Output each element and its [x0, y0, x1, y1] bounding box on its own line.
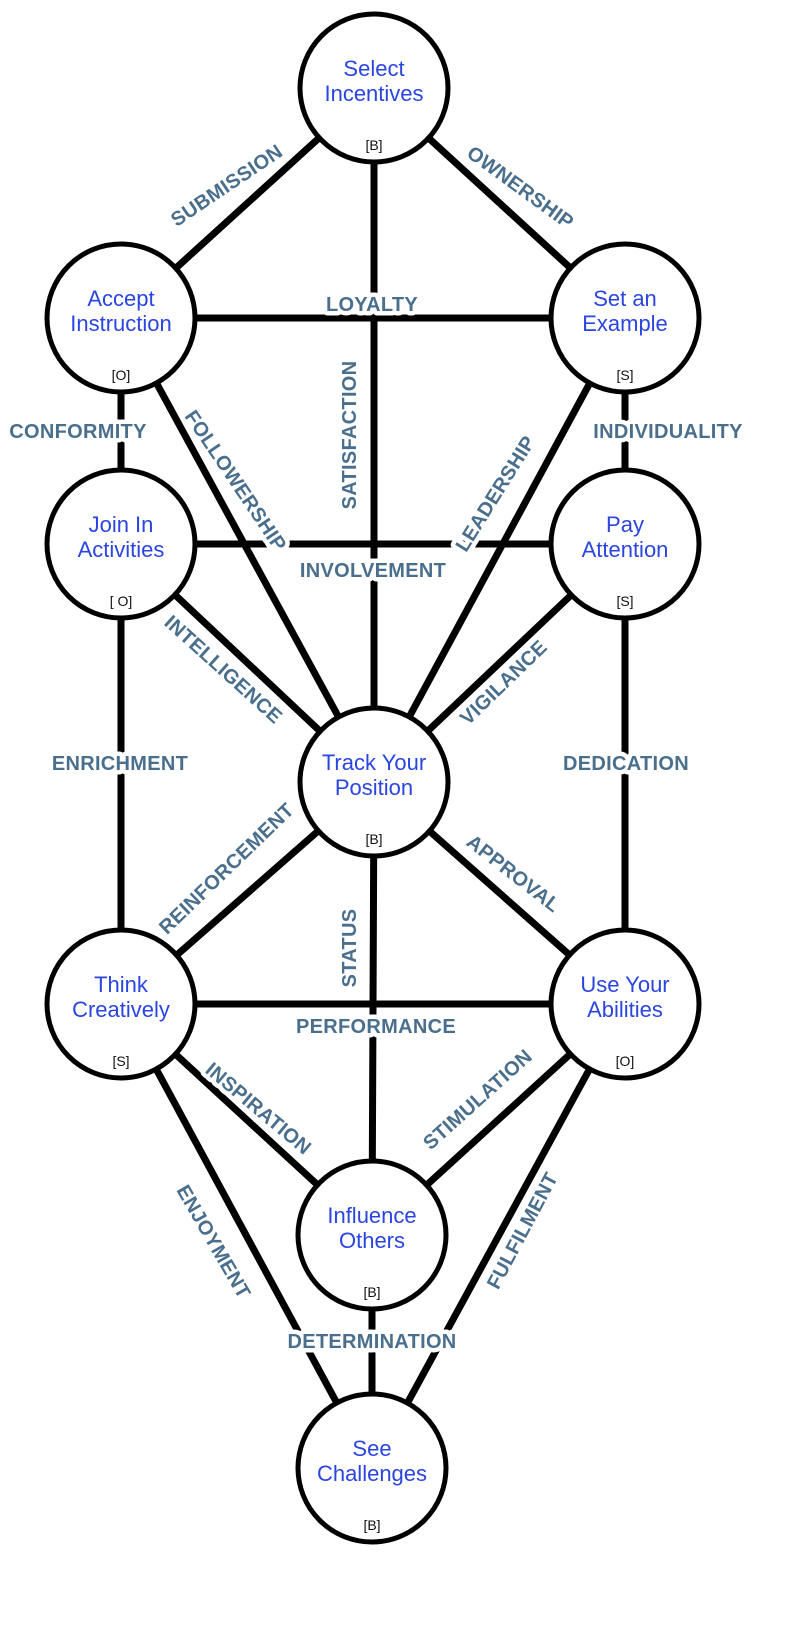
node-tag: [S] — [616, 593, 633, 609]
node-tag: [S] — [112, 1053, 129, 1069]
edge-label-text: CONFORMITY — [9, 421, 147, 443]
node-tag: [S] — [616, 367, 633, 383]
node-title-line: Position — [335, 775, 413, 800]
edge-label-halo: ENRICHMENT — [52, 753, 188, 775]
node-title-line: Incentives — [324, 81, 423, 106]
edge-label-text: INTELLIGENCE — [160, 612, 286, 729]
edge-label-halo: LOYALTY — [326, 294, 418, 316]
edge-label-text: SATISFACTION — [339, 361, 361, 510]
edge-label-text: DEDICATION — [563, 753, 689, 775]
node-circle — [44, 467, 198, 621]
node-title-line: Pay — [606, 512, 644, 537]
edge-label-halo: DETERMINATION — [287, 1331, 456, 1353]
node-circle — [295, 1391, 449, 1545]
edge-label-text: ENRICHMENT — [52, 753, 188, 775]
node-title-line: Challenges — [317, 1461, 427, 1486]
node-title-line: Others — [339, 1228, 405, 1253]
node-circle — [297, 11, 451, 165]
node-title-line: Set an — [593, 286, 657, 311]
edge-label-halo: CONFORMITY — [9, 421, 147, 443]
node-title-line: Creatively — [72, 997, 170, 1022]
edge-line-example-track — [370, 316, 629, 784]
node-tag: [B] — [365, 831, 382, 847]
edge-label-text: ENJOYMENT — [172, 1181, 255, 1302]
node-circle — [548, 241, 702, 395]
edge-line-abilities-challenges — [368, 1002, 629, 1470]
edge-label-halo: SATISFACTION — [339, 361, 361, 510]
node-title-line: Select — [343, 56, 404, 81]
node-circle — [548, 467, 702, 621]
node-tag: [B] — [363, 1284, 380, 1300]
edge-label-text: LOYALTY — [326, 294, 418, 316]
node-title-line: Influence — [327, 1203, 416, 1228]
edge-label-text: DETERMINATION — [287, 1331, 456, 1353]
node-title-line: See — [352, 1436, 391, 1461]
edge-line-accept-track — [117, 316, 378, 784]
edge-label-halo: PERFORMANCE — [296, 1016, 456, 1038]
node-circle — [44, 927, 198, 1081]
node-title-line: Accept — [87, 286, 154, 311]
node-circle — [44, 241, 198, 395]
edge-label-text: STATUS — [339, 909, 361, 988]
edge-label-text: VIGILANCE — [456, 636, 552, 729]
edge-label-halo: INDIVIDUALITY — [593, 421, 743, 443]
node-title-line: Attention — [582, 537, 669, 562]
node-title-line: Abilities — [587, 997, 663, 1022]
node-tag: [B] — [365, 137, 382, 153]
edge-label-text: INVOLVEMENT — [300, 560, 446, 582]
node-tag: [O] — [112, 367, 131, 383]
edge-label-halo: INVOLVEMENT — [300, 560, 446, 582]
edge-label-text: PERFORMANCE — [296, 1016, 456, 1038]
node-circle — [548, 927, 702, 1081]
edge-label-text: INDIVIDUALITY — [593, 421, 743, 443]
node-tag: [B] — [363, 1517, 380, 1533]
edge-label-text: INSPIRATION — [201, 1059, 315, 1160]
node-title-line: Track Your — [322, 750, 426, 775]
edge-label-halo: DEDICATION — [563, 753, 689, 775]
node-title-line: Think — [94, 972, 149, 997]
edge-label-halo: STATUS — [339, 909, 361, 988]
node-title-line: Example — [582, 311, 668, 336]
node-title-line: Activities — [78, 537, 165, 562]
edge-line-think-challenges — [117, 1002, 376, 1470]
node-title-line: Instruction — [70, 311, 172, 336]
node-title-line: Use Your — [580, 972, 669, 997]
node-circle — [297, 705, 451, 859]
node-circle — [295, 1158, 449, 1312]
node-title-line: Join In — [89, 512, 154, 537]
node-tag: [ O] — [110, 593, 133, 609]
node-tag: [O] — [616, 1053, 635, 1069]
